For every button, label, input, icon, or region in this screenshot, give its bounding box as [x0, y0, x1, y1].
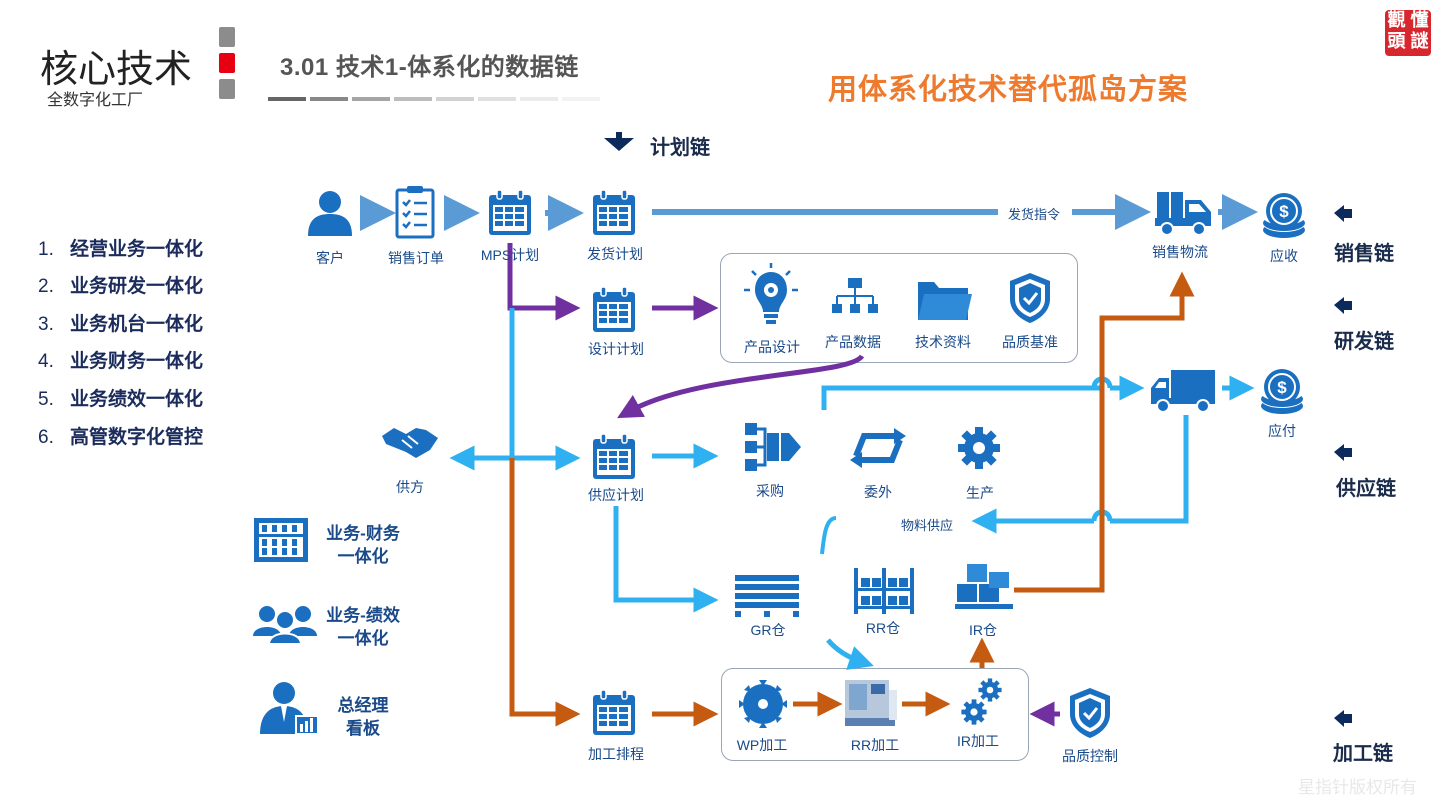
rr-warehouse-shelf-icon [854, 568, 914, 614]
performance-integration-label: 业务-绩效 一体化 [326, 606, 400, 648]
purchasing-label: 采购 [756, 483, 784, 499]
ir-warehouse-label: IR仓 [969, 622, 997, 638]
page-title: 核心技术 [40, 49, 193, 91]
quality-control-shield-icon [1068, 686, 1112, 740]
receivable-label: 应收 [1270, 248, 1298, 264]
customer-icon [308, 191, 352, 236]
rd-chain-label: 研发链 [1334, 331, 1394, 353]
mps-calendar-icon [488, 189, 532, 236]
seal-logo: 觀 懂 頭 謎 [1385, 10, 1431, 56]
abacus-icon [254, 518, 308, 562]
supply-calendar-icon [592, 433, 636, 480]
customer-label: 客户 [316, 250, 344, 266]
cnc-machine-icon [845, 680, 897, 726]
shipping-instruction-label: 发货指令 [999, 204, 1069, 223]
schedule-calendar-icon [592, 689, 636, 736]
sales-order-label: 销售订单 [388, 250, 444, 266]
section-indicator-bottom [219, 79, 235, 99]
folder-icon [918, 282, 972, 320]
manager-dashboard-icon [260, 682, 319, 735]
checklist-icon [395, 186, 435, 239]
design-calendar-icon [592, 286, 636, 333]
quality-control-label: 品质控制 [1062, 748, 1118, 764]
rr-warehouse-label: RR仓 [865, 620, 901, 636]
handshake-icon [382, 428, 438, 458]
rr-processing-label: RR加工 [850, 737, 900, 753]
quality-standard-shield-icon [1008, 271, 1052, 325]
product-design-label: 产品设计 [744, 339, 800, 355]
supplier-label: 供方 [396, 479, 424, 495]
truck-icon [1155, 192, 1211, 236]
production-label: 生产 [966, 485, 994, 501]
ir-processing-label: IR加工 [957, 733, 999, 749]
section-indicator-active [219, 53, 235, 73]
receivable-coin-icon [1262, 192, 1306, 239]
manager-dashboard-label: 总经理 看板 [337, 696, 389, 738]
delivery-truck-icon [1151, 370, 1215, 413]
page-subtitle: 全数字化工厂 [47, 92, 144, 109]
material-supply-label: 物料供应 [900, 518, 953, 533]
hierarchy-icon [832, 278, 878, 313]
payable-label: 应付 [1268, 423, 1296, 439]
supply-chain-label: 供应链 [1336, 478, 1396, 500]
ir-warehouse-boxes-icon [955, 564, 1013, 609]
processing-chain-label: 加工链 [1333, 743, 1393, 765]
outsourcing-label: 委外 [864, 484, 892, 500]
gr-warehouse-icon [735, 575, 799, 617]
purchase-flow-icon [745, 423, 801, 471]
list-item: 5.业务绩效一体化 [38, 389, 204, 410]
gears-icon [961, 678, 1002, 725]
list-item: 2.业务研发一体化 [38, 276, 204, 297]
sales-logistics-label: 销售物流 [1152, 244, 1208, 260]
design-plan-label: 设计计划 [588, 341, 644, 357]
sales-chain-label: 销售链 [1334, 243, 1394, 265]
section-indicator-top [219, 27, 235, 47]
list-item: 3.业务机台一体化 [38, 314, 204, 335]
mps-plan-label: MPS计划 [480, 247, 540, 263]
plan-chain-arrow-icon [604, 132, 634, 151]
watermark: 星指针版权所有 [1298, 778, 1417, 797]
headline: 用体系化技术替代孤岛方案 [828, 74, 1189, 106]
tech-docs-label: 技术资料 [915, 334, 971, 350]
shipping-plan-label: 发货计划 [587, 246, 643, 262]
processing-schedule-label: 加工排程 [588, 746, 644, 762]
finance-integration-label: 业务-财务 一体化 [326, 524, 400, 566]
payable-coin-icon [1260, 368, 1304, 415]
product-data-label: 产品数据 [825, 334, 881, 350]
team-icon [253, 606, 317, 645]
outsourcing-cycle-icon [850, 428, 906, 468]
gr-warehouse-label: GR仓 [750, 622, 786, 638]
quality-standard-label: 品质基准 [1002, 334, 1058, 350]
list-item: 6.高管数字化管控 [38, 427, 204, 448]
wp-processing-label: WP加工 [736, 737, 788, 753]
production-gear-icon [958, 427, 1000, 469]
lightbulb-gear-icon [744, 263, 798, 324]
list-item: 1.经营业务一体化 [38, 239, 204, 260]
list-item: 4.业务财务一体化 [38, 351, 204, 372]
shipping-calendar-icon [592, 189, 636, 236]
supply-plan-label: 供应计划 [588, 487, 644, 503]
section-title: 3.01 技术1-体系化的数据链 [280, 54, 579, 81]
saw-blade-icon [739, 680, 787, 728]
plan-chain-label: 计划链 [650, 137, 710, 159]
